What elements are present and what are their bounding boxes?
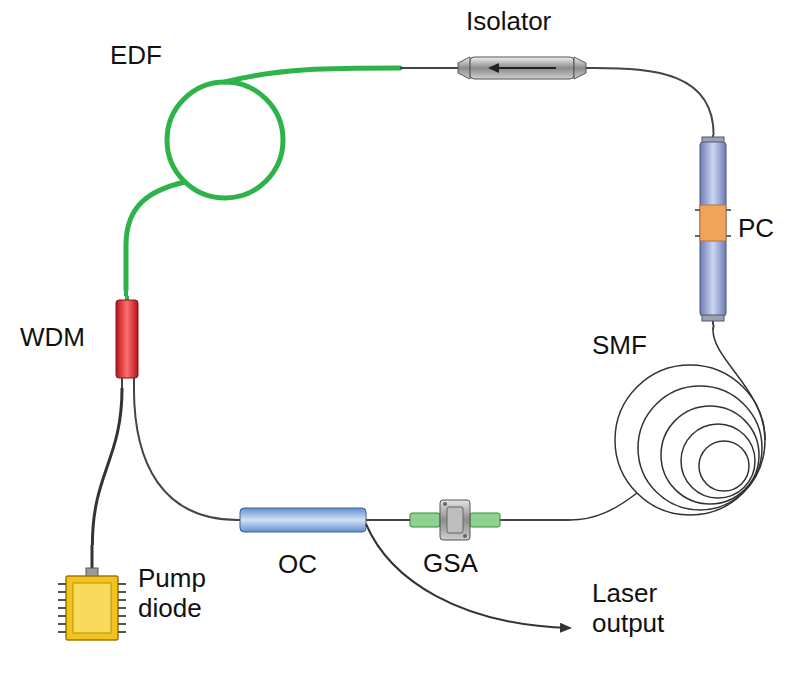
edf-fiber: EDF — [108, 36, 400, 290]
pin — [58, 583, 66, 585]
fiber — [712, 321, 714, 325]
pin — [58, 607, 66, 609]
gsa-screw — [443, 502, 447, 506]
pin — [58, 631, 66, 633]
smf-loop — [681, 424, 755, 498]
smf-loop — [661, 406, 759, 504]
fiber-connector — [124, 290, 128, 296]
isolator: Isolator — [452, 4, 594, 88]
component-label: EDF — [110, 40, 162, 70]
smf-loop — [615, 365, 765, 515]
smf-loop — [638, 386, 762, 510]
pin — [58, 599, 66, 601]
edf-loop — [167, 82, 283, 198]
wdm-body — [116, 300, 138, 378]
pin — [118, 583, 126, 585]
edf-coil — [126, 68, 400, 290]
gsa-ferrule — [470, 513, 500, 527]
fiber — [121, 378, 123, 388]
component-label: GSA — [423, 548, 478, 578]
fiber — [586, 67, 594, 69]
diode-body — [66, 576, 118, 640]
pin — [58, 615, 66, 617]
pc-body — [700, 142, 726, 316]
gsa-connector — [398, 500, 512, 540]
fiber-connector — [400, 67, 452, 69]
fiber — [570, 493, 637, 520]
fiber-connector — [368, 519, 398, 521]
fiber-connector — [512, 519, 570, 521]
fiber-connector — [92, 388, 122, 545]
smf-coil — [570, 330, 765, 520]
gsa-absorber: GSA — [398, 492, 512, 587]
isolator-taper — [458, 57, 470, 79]
gsa-ferrule — [410, 513, 440, 527]
oc-coupler — [238, 508, 368, 532]
pin — [118, 599, 126, 601]
pin — [58, 591, 66, 593]
pin — [118, 591, 126, 593]
component-label: Isolator — [466, 6, 551, 36]
isolator-arrow — [496, 67, 556, 69]
edf-fiber — [225, 68, 400, 82]
pc-tab — [695, 235, 700, 237]
output-coupler: OC — [238, 505, 368, 585]
pc-tab — [726, 235, 731, 237]
edf-fiber — [126, 182, 185, 290]
diode-pins — [58, 584, 126, 632]
gsa-sleeve — [447, 507, 463, 533]
pc-band — [700, 205, 726, 241]
component-label: OC — [278, 549, 317, 579]
component-label: Pump diode — [138, 563, 234, 623]
pump-diode: Pump diode — [58, 545, 238, 645]
pin — [58, 623, 66, 625]
polarization-controller: PC — [696, 135, 779, 325]
pigtail — [91, 545, 94, 570]
smf-spool: SMF — [570, 330, 770, 530]
fiber — [133, 378, 135, 388]
isolator-arrow-head — [488, 63, 499, 73]
fiber-connector — [134, 388, 238, 520]
isolator-body — [470, 57, 574, 79]
component-label: PC — [738, 213, 774, 243]
gsa-flange — [440, 500, 470, 540]
isolator-symbol — [452, 57, 594, 79]
gsa-screw — [463, 534, 467, 538]
fiber — [452, 67, 458, 69]
component-label: WDM — [20, 322, 85, 352]
isolator-taper — [574, 57, 586, 79]
smf-loop — [699, 441, 749, 491]
pc-tab — [726, 209, 731, 211]
output-arrow — [366, 524, 570, 628]
fiber — [125, 296, 129, 300]
wdm-coupler: WDM — [18, 296, 142, 388]
pump-diode-symbol — [58, 545, 126, 640]
fiber — [366, 519, 368, 521]
pin — [118, 623, 126, 625]
fiber-connector — [712, 325, 715, 330]
pin — [118, 615, 126, 617]
pin — [118, 631, 126, 633]
fiber-connector — [594, 68, 714, 135]
oc-body — [240, 508, 366, 532]
pc-symbol — [695, 135, 731, 325]
component-label: SMF — [592, 330, 647, 360]
output-label: Laser output — [592, 578, 692, 638]
pc-cap — [702, 315, 724, 321]
pc-tab — [695, 209, 700, 211]
pin — [118, 607, 126, 609]
wdm-coupler — [116, 296, 138, 388]
diode-lid — [73, 583, 111, 633]
